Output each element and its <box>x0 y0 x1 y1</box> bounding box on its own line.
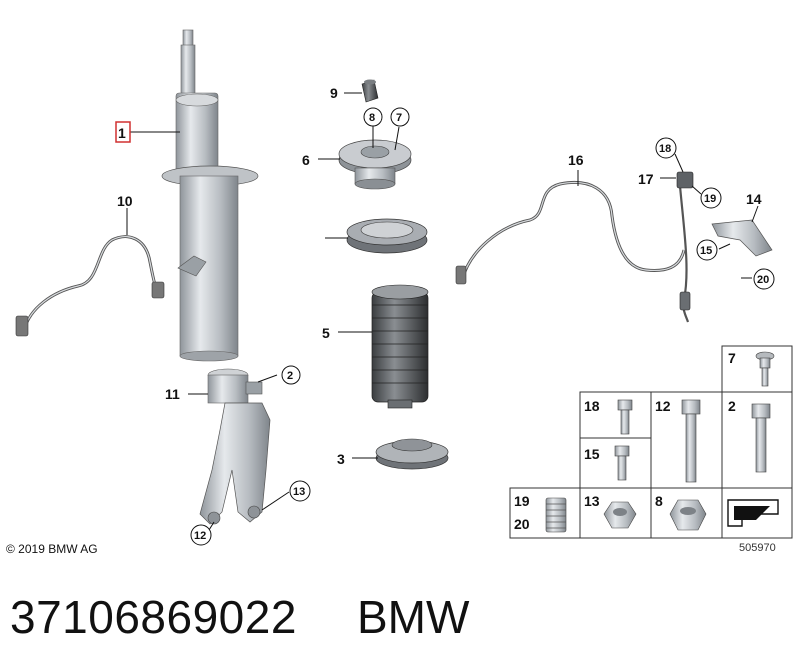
circle-label-20: 20 <box>753 268 775 290</box>
support-bearing <box>338 139 412 190</box>
label-3: 3 <box>337 451 345 467</box>
label-6: 6 <box>302 152 310 168</box>
circle-label-18: 18 <box>655 137 677 159</box>
cell-18: 18 <box>584 398 600 414</box>
svg-text:18: 18 <box>659 143 671 155</box>
cell-19: 19 <box>514 493 530 509</box>
label-10: 10 <box>117 193 133 209</box>
bracket <box>711 219 773 257</box>
svg-text:15: 15 <box>700 245 712 257</box>
circle-label-13: 13 <box>289 480 311 502</box>
cap <box>361 79 379 103</box>
bolt-7-icon <box>755 351 775 387</box>
threaded-insert-icon <box>545 497 567 533</box>
circle-label-7: 7 <box>390 107 410 127</box>
cell-8: 8 <box>655 493 663 509</box>
bolt-2-icon <box>751 403 771 473</box>
label-16: 16 <box>568 152 584 168</box>
label-9: 9 <box>330 85 338 101</box>
svg-text:2: 2 <box>287 370 293 382</box>
cell-12: 12 <box>655 398 671 414</box>
nut-13-icon <box>603 501 637 529</box>
cell-7: 7 <box>728 350 736 366</box>
brand-name: BMW <box>357 591 470 643</box>
diagram-number: 505970 <box>739 542 776 554</box>
wear-sensor-left <box>15 235 165 337</box>
label-1: 1 <box>118 125 126 141</box>
nut-8-icon <box>669 499 707 531</box>
bolt-15-icon <box>614 445 630 481</box>
strut-label-box <box>115 121 131 143</box>
bolt-18-icon <box>617 399 633 435</box>
fork <box>199 368 271 525</box>
svg-text:7: 7 <box>396 112 402 124</box>
cell-15: 15 <box>584 446 600 462</box>
svg-text:8: 8 <box>369 112 375 124</box>
wear-sensor-right <box>455 181 686 285</box>
label-17: 17 <box>638 171 654 187</box>
svg-text:12: 12 <box>194 530 206 542</box>
cell-13: 13 <box>584 493 600 509</box>
circle-label-8: 8 <box>363 107 383 127</box>
upper-spring-pad <box>346 218 428 254</box>
svg-text:19: 19 <box>704 193 716 205</box>
label-5: 5 <box>322 325 330 341</box>
cell-2: 2 <box>728 398 736 414</box>
copyright: © 2019 BMW AG <box>6 542 98 556</box>
bolt-12-icon <box>681 399 701 483</box>
diagram-arrow-icon <box>727 499 779 527</box>
label-11: 11 <box>165 386 180 402</box>
part-number: 37106869022 <box>10 591 297 643</box>
leader-lines <box>126 92 759 531</box>
cell-20: 20 <box>514 516 530 532</box>
circle-label-15: 15 <box>696 239 718 261</box>
ride-height-sensor <box>676 171 694 323</box>
lower-spring-pad <box>375 438 449 470</box>
circle-label-19: 19 <box>700 187 722 209</box>
circle-label-2: 2 <box>281 365 301 385</box>
strut <box>161 29 259 362</box>
svg-text:13: 13 <box>293 486 305 498</box>
svg-text:20: 20 <box>757 274 769 286</box>
protective-tube <box>371 284 429 409</box>
circle-label-12: 12 <box>190 524 212 546</box>
label-14: 14 <box>746 191 762 207</box>
